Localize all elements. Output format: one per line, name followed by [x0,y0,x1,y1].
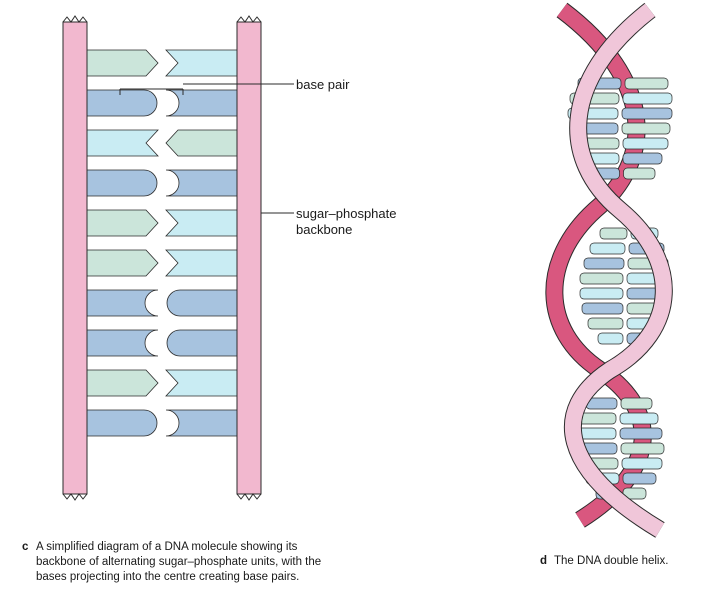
caption-d-letter: d [540,554,547,569]
helix-base-pair [574,428,662,439]
base-left [87,330,158,356]
base-left [87,250,158,276]
base-right [167,290,237,316]
left-backbone-strand [63,16,87,500]
helix-base-left [580,273,623,284]
base-left [87,290,158,316]
base-left [87,210,158,236]
helix-base-right [622,108,672,119]
helix-base-right [622,458,662,469]
caption-c-text: A simplified diagram of a DNA molecule s… [36,540,336,585]
helix-base-right [620,413,658,424]
base-pair-label: base pair [296,77,349,93]
base-right [166,250,237,276]
right-backbone-strand [237,16,261,500]
helix-base-left [600,228,627,239]
base-pair [87,90,237,116]
helix-base-right [621,398,652,409]
helix-base-right [623,138,668,149]
helix-base-right [622,123,670,134]
helix-base-left [582,303,623,314]
helix-base-left [588,318,623,329]
helix-base-right [623,153,662,164]
helix-base-left [598,333,623,344]
base-pair [87,130,237,156]
base-pair [87,410,237,436]
helix-base-right [624,168,656,179]
helix-base-left [578,413,616,424]
sugar-phosphate-backbone-label: sugar–phosphate backbone [296,206,446,238]
helix-base-right [621,443,664,454]
base-pair [87,370,237,396]
base-left [87,170,157,196]
base-left [87,410,157,436]
caption-d-text: The DNA double helix. [554,554,668,569]
base-right [166,370,237,396]
base-pair [87,170,237,196]
base-pair [87,50,237,76]
base-left [87,370,158,396]
base-pair [87,210,237,236]
base-left [87,50,158,76]
base-right [166,130,237,156]
helix-base-right [620,428,662,439]
dna-double-helix-diagram [540,0,710,540]
helix-base-left [584,258,624,269]
base-pair [87,250,237,276]
helix-base-right [623,473,656,484]
base-left [87,130,158,156]
base-right [166,90,237,116]
caption-c-letter: c [22,540,28,555]
helix-base-pair [578,413,658,424]
base-right [167,330,237,356]
dna-ladder-diagram [0,0,320,520]
helix-base-right [623,93,672,104]
base-right [166,210,237,236]
helix-base-pair [586,398,652,409]
base-left [87,90,157,116]
base-pair [87,330,237,356]
base-right [166,170,237,196]
helix-base-left [590,243,625,254]
base-right [166,410,237,436]
helix-base-left [580,288,623,299]
base-pairs-group [87,50,237,436]
helix-base-right [625,78,668,89]
base-pair [87,290,237,316]
base-right [166,50,237,76]
